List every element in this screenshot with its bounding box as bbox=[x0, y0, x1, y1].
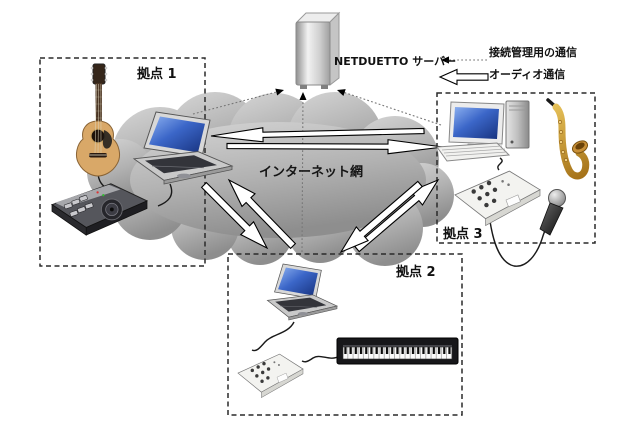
audio-arrow-site2-to-site1 bbox=[227, 178, 297, 250]
legend-audio-label: オーディオ通信 bbox=[489, 68, 566, 81]
acoustic-guitar-icon bbox=[75, 63, 121, 177]
microphone-icon bbox=[539, 189, 566, 236]
site2-box bbox=[227, 253, 463, 416]
legend-dotted-arrow-icon bbox=[441, 56, 487, 64]
legend-mgmt-label: 接続管理用の通信 bbox=[489, 46, 577, 59]
audio-arrow-site1-to-site2 bbox=[200, 181, 269, 250]
site1-box bbox=[39, 57, 206, 267]
site2-laptop-icon bbox=[267, 263, 338, 321]
internet-cloud-label: インターネット網 bbox=[259, 165, 364, 180]
server-icon bbox=[295, 11, 341, 89]
mgmt-arrow-site1-to-server bbox=[192, 88, 284, 115]
site1-label: 拠点 1 bbox=[137, 67, 177, 82]
site2-audio-interface-icon bbox=[237, 353, 304, 398]
mgmt-arrow-site2-to-server bbox=[299, 92, 307, 253]
site3-label: 拠点 3 bbox=[443, 227, 483, 242]
audio-arrow-site1-to-site3 bbox=[226, 139, 444, 155]
site3-audio-interface-icon bbox=[454, 170, 541, 226]
site2-label: 拠点 2 bbox=[396, 265, 436, 280]
desktop-computer-icon bbox=[436, 100, 530, 162]
legend-hollow-arrow-icon bbox=[438, 68, 489, 86]
digital-piano-icon bbox=[336, 337, 459, 365]
site3-box bbox=[436, 92, 596, 244]
mgmt-arrow-site3-to-server bbox=[337, 89, 442, 126]
server-label: NETDUETTO サーバー bbox=[334, 55, 457, 68]
legend-arrows-layer bbox=[438, 56, 489, 86]
saxophone-icon bbox=[546, 98, 590, 180]
audio-arrow-site3-to-site2 bbox=[339, 180, 423, 254]
audio-arrows-layer bbox=[200, 127, 444, 254]
audio-arrow-site3-to-site1 bbox=[210, 127, 425, 143]
management-arrows-layer bbox=[192, 88, 442, 253]
